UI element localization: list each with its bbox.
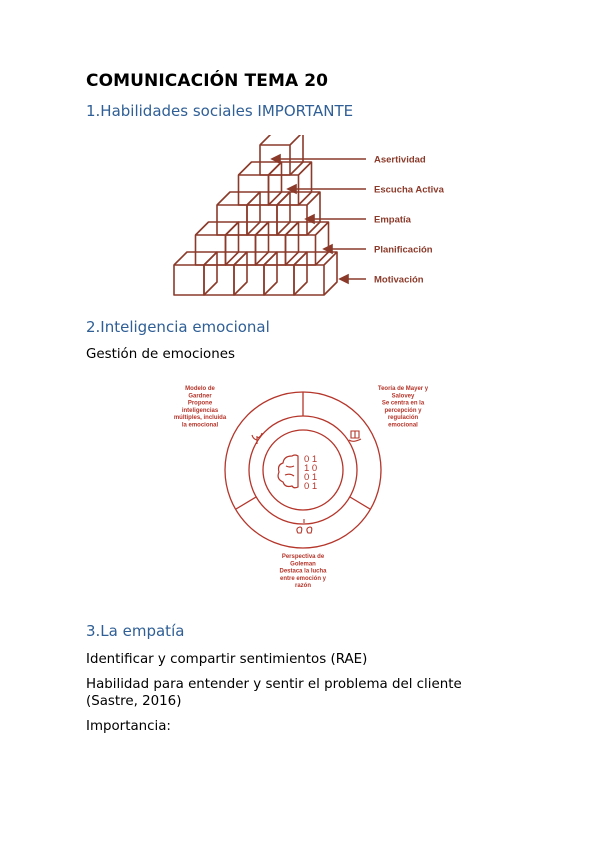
subheading-gestion-emociones: Gestión de emociones: [86, 347, 235, 362]
pyramid-label: Asertividad: [374, 155, 426, 166]
pyramid-label: Escucha Activa: [374, 185, 445, 196]
heading-empatia: 3.La empatía: [86, 622, 185, 640]
sprout-icon: [251, 432, 263, 444]
pyramid-label: Motivación: [374, 275, 424, 286]
pyramid-label: Empatía: [374, 215, 412, 226]
gardner-text-line: Gardner: [188, 393, 212, 399]
binary-line-4: 0 1: [304, 481, 317, 492]
brain-icon: [277, 454, 299, 489]
balance-icon: [296, 519, 313, 534]
gardner-text-line: Modelo de: [185, 386, 215, 392]
mayer-text-line: regulación: [388, 415, 419, 421]
goleman-text-line: Destaca la lucha: [279, 569, 327, 575]
document-title: COMUNICACIÓN TEMA 20: [86, 71, 329, 91]
arrow-head-icon: [270, 153, 281, 165]
paragraph-importancia: Importancia:: [86, 719, 171, 734]
mayer-text-line: Se centra en la: [382, 401, 425, 407]
paragraph-definicion-sastre: Habilidad para entender y sentir el prob…: [86, 677, 462, 709]
mayer-text-line: percepción y: [384, 408, 422, 414]
heading-habilidades-sociales: 1.Habilidades sociales IMPORTANTE: [86, 102, 354, 120]
goleman-text-line: razón: [295, 583, 311, 589]
heading-inteligencia-emocional: 2.Inteligencia emocional: [86, 318, 270, 336]
mayer-text-line: emocional: [388, 423, 418, 429]
goleman-text-line: Goleman: [290, 561, 316, 567]
mayer-text-line: Teoría de Mayer y: [378, 386, 429, 392]
binary-line-3: 0 1: [304, 472, 317, 483]
goleman-text-line: Perspectiva de: [282, 554, 325, 560]
gardner-text-line: múltiples, incluida: [174, 415, 227, 421]
pyramid-label: Planificación: [374, 245, 433, 256]
emotional-intelligence-diagram: 0 1 1 0 0 1 0 1 Modelo deGardnerProponei…: [174, 386, 429, 589]
arrow-head-icon: [286, 183, 297, 195]
paragraph-definicion-rae: Identificar y compartir sentimientos (RA…: [86, 652, 368, 667]
arrow-head-icon: [338, 273, 349, 285]
mayer-text-line: Salovey: [392, 393, 415, 399]
binary-line-2: 1 0: [304, 463, 317, 474]
gardner-text-line: inteligencias: [182, 408, 219, 414]
pyramid-cube: [259, 135, 304, 176]
gardner-text-line: Propone: [188, 401, 213, 407]
goleman-text-line: entre emoción y: [280, 576, 327, 582]
book-hand-icon: [348, 430, 362, 442]
binary-line-1: 0 1: [304, 454, 317, 465]
gardner-text-line: la emocional: [182, 423, 219, 429]
arrow-head-icon: [322, 243, 333, 255]
arrow-head-icon: [304, 213, 315, 225]
